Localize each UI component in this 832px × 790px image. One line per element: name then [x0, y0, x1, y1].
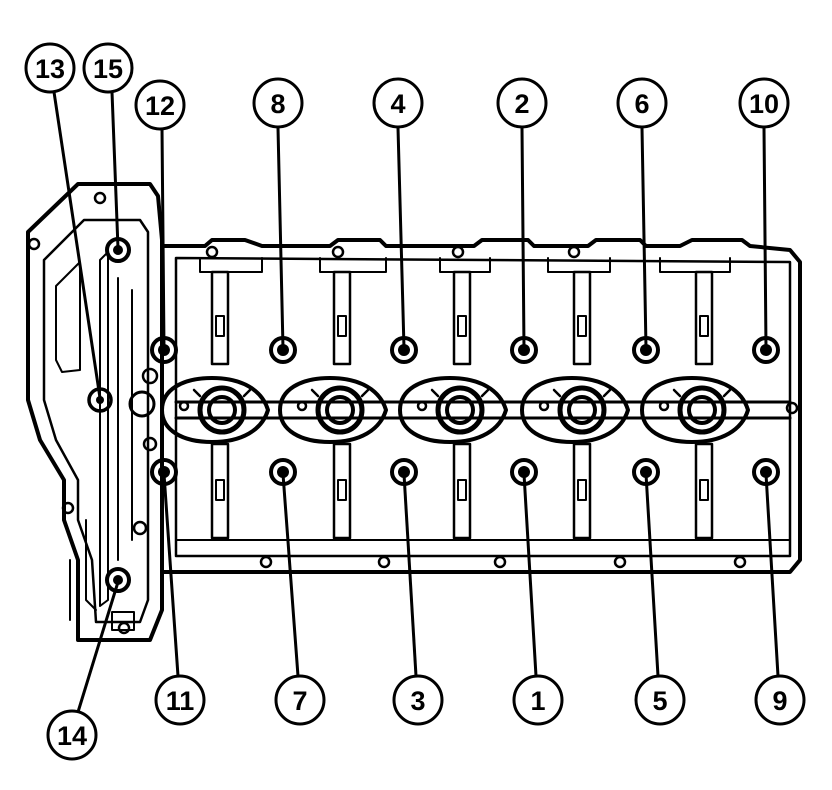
head-bolts [87, 237, 780, 593]
callout-4-label: 4 [390, 89, 405, 119]
callout-13: 13 [24, 42, 76, 94]
callout-11-label: 11 [166, 686, 195, 716]
callout-9-label: 9 [772, 686, 787, 716]
callout-7-label: 7 [292, 686, 307, 716]
valve-bridges [210, 270, 714, 540]
callout-10-label: 10 [749, 89, 779, 119]
callout-9: 9 [754, 674, 806, 726]
bolt [105, 567, 131, 593]
callout-11: 11 [154, 674, 206, 726]
injector-bosses [160, 376, 750, 444]
callouts: 13 15 12 8 4 2 6 10 11 7 3 1 5 9 14 [24, 42, 806, 761]
callout-8-label: 8 [270, 89, 285, 119]
callout-15: 15 [82, 42, 134, 94]
callout-2: 2 [496, 77, 548, 129]
callout-1-label: 1 [530, 686, 545, 716]
callout-8: 8 [252, 77, 304, 129]
callout-12-label: 12 [145, 91, 175, 121]
callout-3: 3 [392, 674, 444, 726]
callout-2-label: 2 [514, 89, 529, 119]
callout-13-label: 13 [35, 54, 65, 84]
callout-10: 10 [738, 77, 790, 129]
callout-6: 6 [616, 77, 668, 129]
leader-lines [52, 90, 780, 714]
callout-5-label: 5 [652, 686, 667, 716]
callout-7: 7 [274, 674, 326, 726]
callout-12: 12 [134, 79, 186, 131]
callout-14-label: 14 [57, 721, 87, 751]
callout-4: 4 [372, 77, 424, 129]
callout-3-label: 3 [410, 686, 425, 716]
head-end-casting [26, 182, 164, 642]
callout-1: 1 [512, 674, 564, 726]
callout-6-label: 6 [634, 89, 649, 119]
callout-5: 5 [634, 674, 686, 726]
callout-14: 14 [46, 709, 98, 761]
callout-15-label: 15 [93, 54, 123, 84]
